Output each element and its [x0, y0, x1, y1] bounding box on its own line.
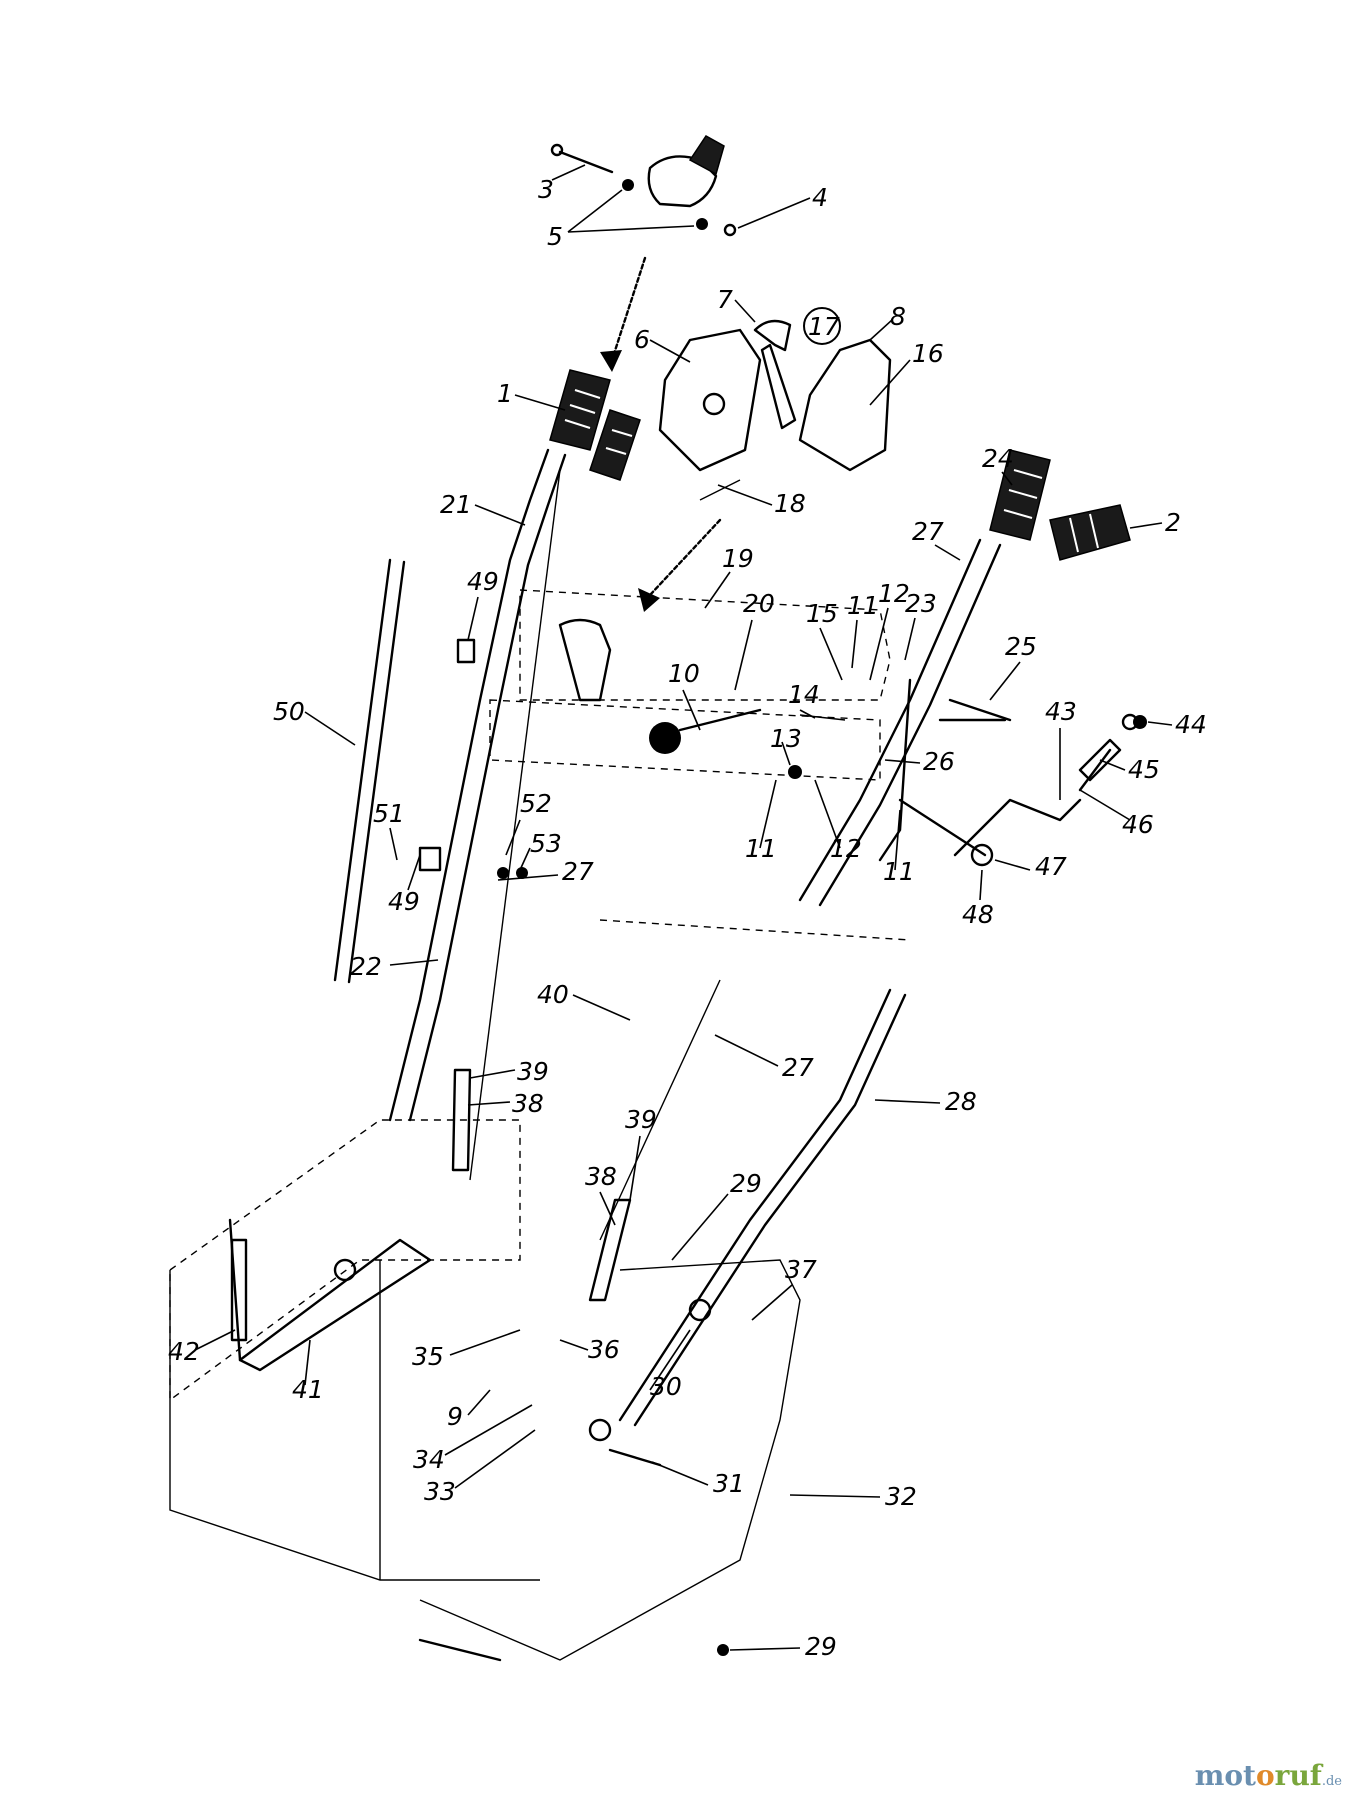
callout-27-low: 27: [782, 1053, 814, 1082]
callout-53: 53: [530, 829, 562, 858]
callout-51: 51: [373, 799, 405, 828]
callout-11-low: 11: [883, 857, 915, 886]
callout-13: 13: [770, 724, 802, 753]
watermark-letter: o: [1255, 1759, 1275, 1792]
washer-52: [497, 867, 509, 879]
watermark-letter: u: [1289, 1759, 1310, 1792]
control-box-assembly: [658, 319, 892, 501]
callout-26: 26: [923, 747, 955, 776]
watermark-letter: m: [1194, 1759, 1225, 1792]
callout-21: 21: [440, 490, 472, 519]
callout-1: 1: [497, 379, 513, 408]
spring-42: [230, 1238, 248, 1342]
callout-34: 34: [413, 1445, 445, 1474]
callout-14: 14: [788, 680, 820, 709]
callout-11-top: 11: [847, 591, 879, 620]
callout-5: 5: [547, 222, 563, 251]
callout-22: 22: [350, 952, 382, 981]
callout-39-right: 39: [625, 1105, 657, 1134]
handle-clamp-assembly: [550, 135, 737, 237]
callout-19: 19: [722, 544, 754, 573]
callout-29-top: 29: [730, 1169, 762, 1198]
spring-45: [1078, 738, 1122, 782]
callout-30: 30: [650, 1372, 682, 1401]
motoruf-watermark: motoruf.de: [1195, 1759, 1342, 1792]
linkage-rods: [451, 469, 721, 1302]
assembly-arrow-top: [600, 256, 647, 372]
callout-28: 28: [945, 1087, 977, 1116]
callout-41: 41: [292, 1375, 324, 1404]
nut-53: [516, 867, 528, 879]
latch-49-low: [418, 846, 442, 872]
callout-39-left: 39: [517, 1057, 549, 1086]
callout-24: 24: [982, 444, 1014, 473]
callout-4: 4: [812, 183, 828, 212]
callout-35: 35: [412, 1342, 444, 1371]
callout-10: 10: [668, 659, 700, 688]
nut-44: [1133, 715, 1147, 729]
callout-36: 36: [588, 1335, 620, 1364]
cross-panel: [489, 589, 911, 941]
callout-49-low: 49: [388, 887, 420, 916]
callout-48: 48: [962, 900, 994, 929]
callout-2: 2: [1165, 508, 1181, 537]
callout-8: 8: [890, 302, 906, 331]
bolt-25: [948, 698, 1012, 722]
callout-12-mid: 12: [830, 834, 862, 863]
callout-7: 7: [717, 285, 733, 314]
left-handle-bar: [388, 369, 641, 1122]
callout-20: 20: [743, 589, 775, 618]
watermark-letter: r: [1274, 1759, 1290, 1792]
callout-42: 42: [168, 1337, 200, 1366]
callout-38-left: 38: [512, 1089, 544, 1118]
watermark-suffix: .de: [1321, 1774, 1342, 1789]
watermark-letter: o: [1224, 1759, 1244, 1792]
callout-49-top: 49: [467, 567, 499, 596]
callout-18: 18: [774, 489, 806, 518]
callout-6: 6: [634, 325, 650, 354]
callout-40: 40: [537, 980, 569, 1009]
callout-11-mid: 11: [745, 834, 777, 863]
latch-49-top: [456, 638, 476, 664]
callout-15: 15: [806, 599, 838, 628]
callout-16: 16: [912, 339, 944, 368]
callout-52: 52: [520, 789, 552, 818]
callout-17: 17: [808, 312, 840, 341]
callout-9: 9: [447, 1402, 463, 1431]
callout-38-right: 38: [585, 1162, 617, 1191]
callout-47: 47: [1035, 852, 1067, 881]
callouts: 3 5 4 7 17 8 6 16 1 18 24 2 21 27 19 49: [168, 164, 1207, 1661]
callout-37: 37: [785, 1255, 817, 1284]
bolt-31: [608, 1448, 662, 1467]
watermark-letter: f: [1309, 1759, 1322, 1792]
callout-32: 32: [885, 1482, 917, 1511]
right-linkage: [898, 713, 1139, 867]
callout-17-ring: [803, 307, 841, 345]
right-handle-bar: [618, 449, 1131, 1427]
callout-27-top: 27: [912, 517, 944, 546]
callout-25: 25: [1005, 632, 1037, 661]
watermark-letter: t: [1243, 1759, 1256, 1792]
callout-23: 23: [905, 589, 937, 618]
callout-50: 50: [273, 697, 305, 726]
callout-45: 45: [1128, 755, 1160, 784]
assembly-arrow-middle: [638, 518, 722, 612]
callout-43: 43: [1045, 697, 1077, 726]
lower-housing: [169, 1119, 801, 1662]
rod-50: [333, 558, 406, 984]
callout-44: 44: [1175, 710, 1207, 739]
callout-27-mid: 27: [562, 857, 594, 886]
callout-3: 3: [538, 175, 554, 204]
callout-33: 33: [424, 1477, 456, 1506]
nut-13: [788, 765, 802, 779]
callout-12-top: 12: [878, 579, 910, 608]
callout-29-low: 29: [805, 1632, 837, 1661]
callout-46: 46: [1122, 810, 1154, 839]
callout-31: 31: [713, 1469, 745, 1498]
screw-29-low: [717, 1644, 729, 1656]
